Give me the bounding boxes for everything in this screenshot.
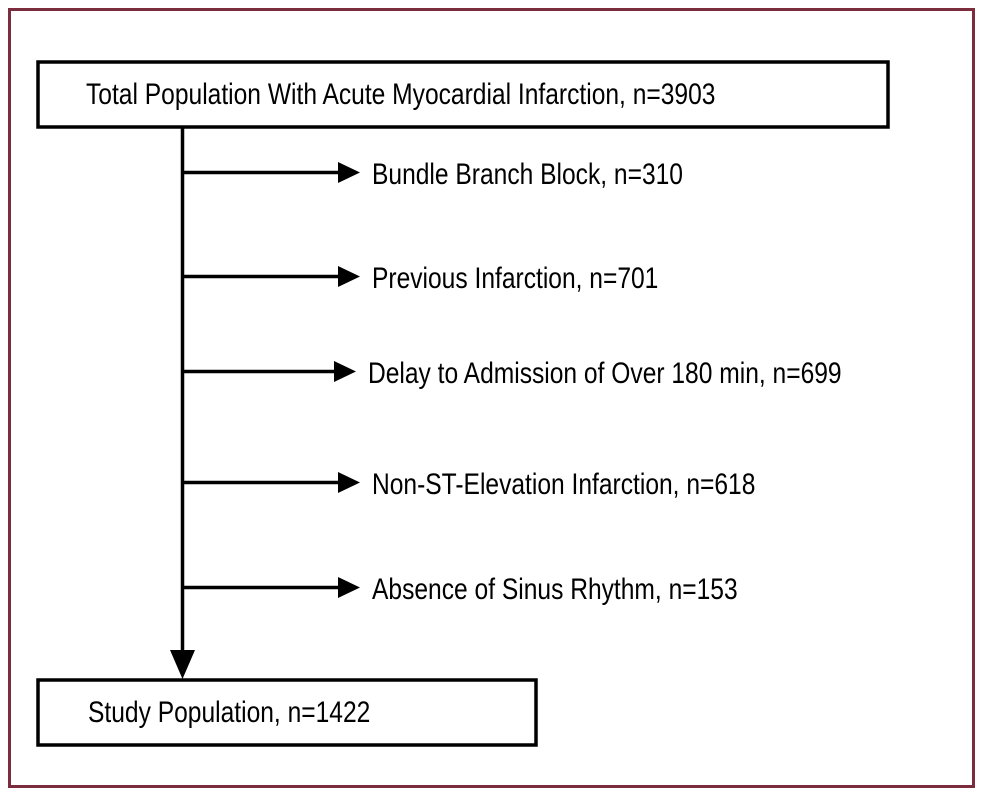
branch-arrowhead-icon-5 — [338, 577, 360, 598]
exclusion-label-1: Bundle Branch Block, n=310 — [372, 157, 683, 191]
spine-arrowhead-icon — [170, 650, 195, 679]
exclusion-branch-1: Bundle Branch Block, n=310 — [182, 157, 683, 191]
branch-arrowhead-icon-3 — [334, 361, 356, 382]
branch-arrowhead-icon-2 — [338, 266, 360, 287]
exclusion-label-3: Delay to Admission of Over 180 min, n=69… — [368, 356, 842, 390]
branch-arrowhead-icon-1 — [338, 162, 360, 183]
branch-arrowhead-icon-4 — [338, 472, 360, 493]
exclusion-label-2: Previous Infarction, n=701 — [372, 261, 658, 295]
exclusion-branch-4: Non-ST-Elevation Infarction, n=618 — [182, 467, 755, 501]
exclusion-label-4: Non-ST-Elevation Infarction, n=618 — [372, 467, 755, 501]
study-population-box — [36, 678, 538, 747]
exclusion-branch-3: Delay to Admission of Over 180 min, n=69… — [182, 356, 842, 390]
exclusion-branch-2: Previous Infarction, n=701 — [182, 261, 658, 295]
figure-border — [8, 8, 975, 788]
top-population-label: Total Population With Acute Myocardial I… — [86, 77, 715, 111]
top-population-node: Total Population With Acute Myocardial I… — [36, 60, 890, 129]
study-population-label: Study Population, n=1422 — [88, 695, 370, 729]
top-population-box — [36, 60, 890, 129]
study-population-node: Study Population, n=1422 — [36, 678, 538, 747]
exclusion-branch-5: Absence of Sinus Rhythm, n=153 — [182, 572, 738, 606]
exclusion-label-5: Absence of Sinus Rhythm, n=153 — [372, 572, 738, 606]
